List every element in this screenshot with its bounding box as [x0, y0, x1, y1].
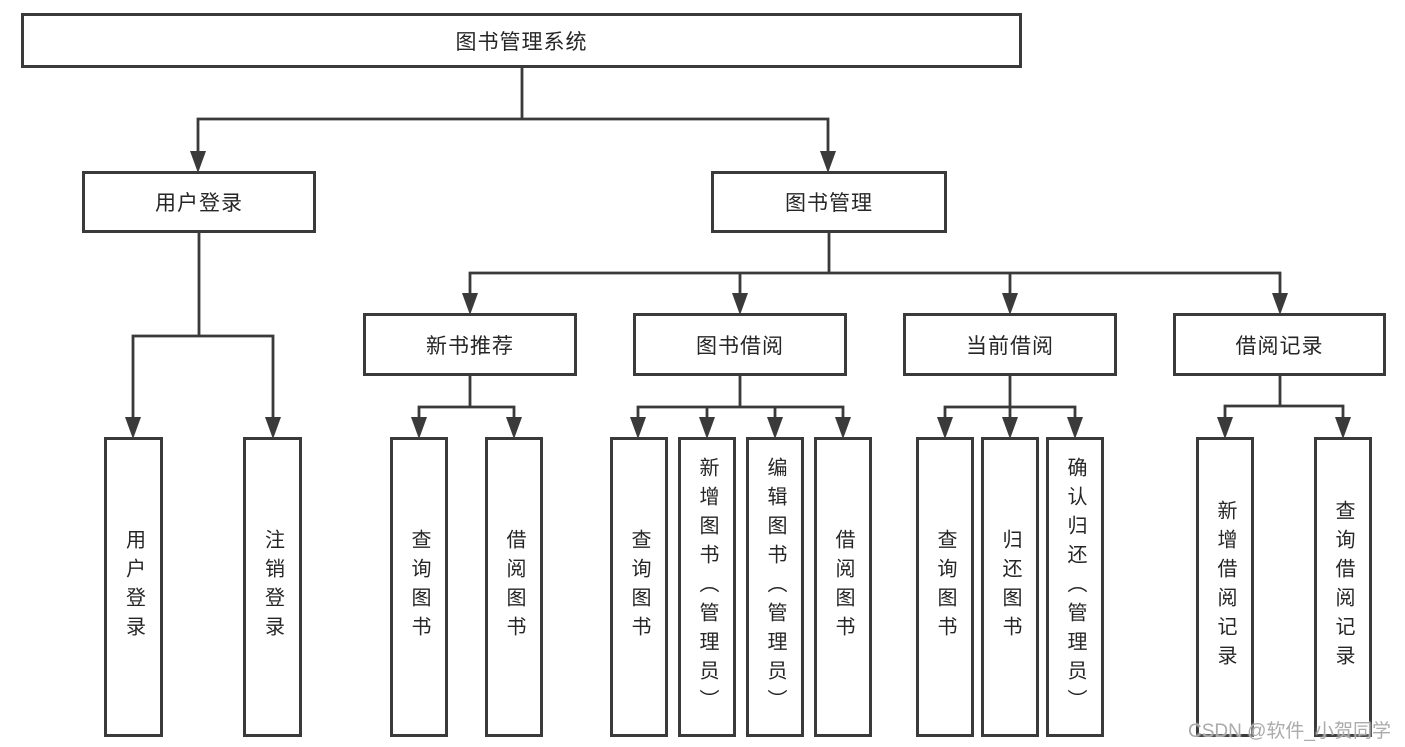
leaf-edit-book-admin: 编辑图书（管理员） — [746, 437, 804, 737]
leaf-newbook-borrow-books: 借阅图书 — [485, 437, 543, 737]
connector-book-borrow-to-leaves — [636, 374, 845, 435]
node-book-management-system-label: 图书管理系统 — [455, 30, 588, 54]
leaf-query-borrow-record: 查询借阅记录 — [1314, 437, 1372, 737]
leaf-borrow-borrow-books-label: 借阅图书 — [832, 529, 854, 645]
node-user-login: 用户登录 — [82, 171, 316, 233]
leaf-add-borrow-record: 新增借阅记录 — [1196, 437, 1254, 737]
node-book-borrow: 图书借阅 — [633, 313, 847, 376]
leaf-borrow-borrow-books: 借阅图书 — [814, 437, 872, 737]
node-new-book-recommend-label: 新书推荐 — [426, 334, 514, 358]
leaf-borrow-query-books-label: 查询图书 — [628, 529, 650, 645]
node-current-borrow-label: 当前借阅 — [966, 334, 1054, 358]
leaf-borrow-query-books: 查询图书 — [610, 437, 668, 737]
watermark: CSDN @软件_小贺同学 — [1188, 721, 1391, 742]
connector-current-borrow-to-leaves — [943, 374, 1077, 435]
node-book-borrow-label: 图书借阅 — [696, 334, 784, 358]
leaf-return-book-label: 归还图书 — [999, 529, 1021, 645]
node-book-management-label: 图书管理 — [785, 192, 873, 215]
leaf-user-login: 用户登录 — [104, 437, 163, 737]
leaf-add-book-admin: 新增图书（管理员） — [678, 437, 736, 737]
leaf-add-borrow-record-label: 新增借阅记录 — [1214, 500, 1236, 674]
leaf-confirm-return-admin-label: 确认归还（管理员） — [1064, 456, 1086, 718]
connector-borrow-records-to-leaves — [1223, 374, 1345, 435]
connector-book-management-to-level3 — [468, 231, 1282, 311]
node-new-book-recommend: 新书推荐 — [363, 313, 577, 376]
leaf-newbook-query-books: 查询图书 — [390, 437, 448, 737]
node-book-management: 图书管理 — [711, 171, 947, 233]
leaf-confirm-return-admin: 确认归还（管理员） — [1046, 437, 1104, 737]
connector-user-login-to-leaves — [131, 231, 275, 435]
leaf-logout-label: 注销登录 — [261, 529, 284, 645]
leaf-query-borrow-record-label: 查询借阅记录 — [1332, 500, 1354, 674]
leaf-add-book-admin-label: 新增图书（管理员） — [696, 456, 718, 718]
leaf-edit-book-admin-label: 编辑图书（管理员） — [764, 456, 786, 718]
leaf-current-query-books: 查询图书 — [916, 437, 974, 737]
node-borrow-records: 借阅记录 — [1173, 313, 1386, 376]
leaf-logout: 注销登录 — [243, 437, 302, 737]
node-current-borrow: 当前借阅 — [903, 313, 1117, 376]
connector-root-to-level2 — [196, 66, 830, 169]
node-book-management-system: 图书管理系统 — [21, 13, 1022, 68]
node-borrow-records-label: 借阅记录 — [1235, 334, 1324, 358]
leaf-current-query-books-label: 查询图书 — [934, 529, 956, 645]
leaf-newbook-borrow-books-label: 借阅图书 — [503, 529, 525, 645]
node-user-login-label: 用户登录 — [155, 192, 243, 215]
leaf-newbook-query-books-label: 查询图书 — [408, 529, 430, 645]
leaf-return-book: 归还图书 — [981, 437, 1039, 737]
leaf-user-login-label: 用户登录 — [122, 529, 145, 645]
connector-new-book-to-leaves — [417, 374, 516, 435]
